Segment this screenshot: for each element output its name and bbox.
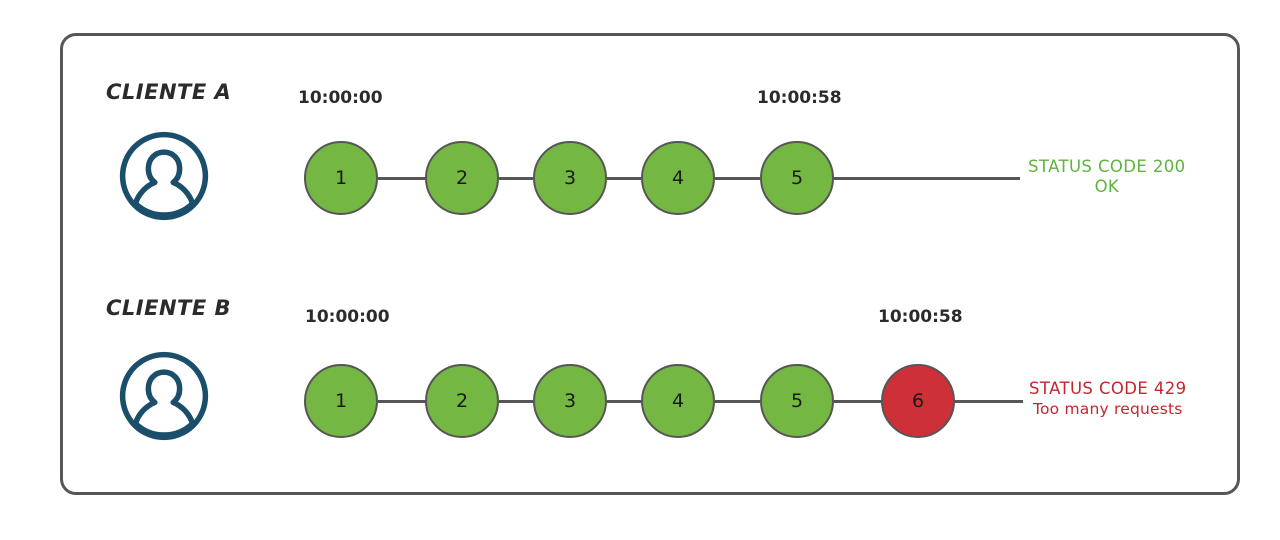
request-node-rejected[interactable]: 6 (881, 364, 955, 438)
request-node-label: 3 (563, 390, 577, 412)
request-node[interactable]: 3 (533, 141, 607, 215)
client-b-label: CLIENTE B (106, 296, 232, 320)
connector-b-2 (499, 400, 533, 403)
connector-a-4 (715, 177, 760, 180)
status-a-text: OK (1094, 177, 1119, 196)
request-node-label: 5 (790, 167, 804, 189)
request-node-label: 3 (563, 167, 577, 189)
client-a-time-start: 10:00:00 (298, 88, 383, 108)
client-b-time-start: 10:00:00 (305, 307, 390, 327)
connector-b-tail (955, 400, 1023, 403)
request-node-label: 4 (671, 167, 685, 189)
request-node-label: 6 (911, 390, 925, 412)
client-a-label: CLIENTE A (106, 80, 232, 104)
request-node[interactable]: 1 (304, 364, 378, 438)
request-node-label: 1 (334, 390, 348, 412)
request-node[interactable]: 4 (641, 364, 715, 438)
request-node[interactable]: 5 (760, 364, 834, 438)
request-node-label: 5 (790, 390, 804, 412)
client-a-time-end: 10:00:58 (757, 88, 842, 108)
request-node[interactable]: 4 (641, 141, 715, 215)
status-b-code: STATUS CODE 429 (1029, 379, 1187, 398)
request-node-label: 1 (334, 167, 348, 189)
connector-a-tail (834, 177, 1020, 180)
connector-a-1 (378, 177, 426, 180)
request-node-label: 2 (455, 167, 469, 189)
request-node[interactable]: 5 (760, 141, 834, 215)
connector-a-3 (607, 177, 641, 180)
request-node-label: 4 (671, 390, 685, 412)
status-a-code: STATUS CODE 200 (1028, 157, 1186, 176)
diagram-frame (60, 33, 1240, 495)
request-node[interactable]: 1 (304, 141, 378, 215)
request-node[interactable]: 2 (425, 141, 499, 215)
connector-b-5 (834, 400, 881, 403)
request-node[interactable]: 3 (533, 364, 607, 438)
status-a: STATUS CODE 200 OK (1028, 157, 1186, 197)
connector-b-1 (378, 400, 426, 403)
connector-b-3 (607, 400, 641, 403)
status-b: STATUS CODE 429 Too many requests (1029, 379, 1187, 419)
status-b-text: Too many requests (1032, 400, 1183, 418)
request-node[interactable]: 2 (425, 364, 499, 438)
user-avatar-icon (118, 130, 210, 222)
user-avatar-icon (118, 350, 210, 442)
client-b-time-end: 10:00:58 (878, 307, 963, 327)
connector-b-4 (715, 400, 760, 403)
request-node-label: 2 (455, 390, 469, 412)
connector-a-2 (499, 177, 533, 180)
